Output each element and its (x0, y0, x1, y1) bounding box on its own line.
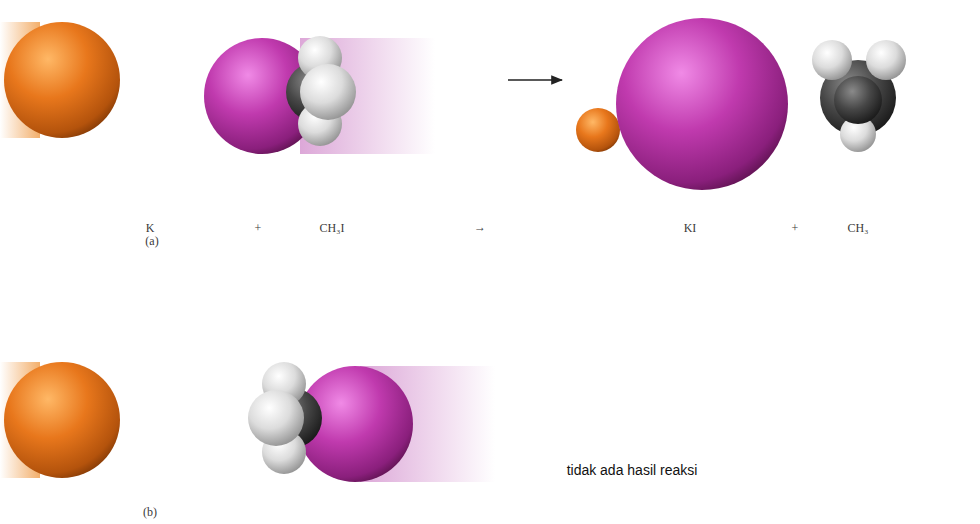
result-note: tidak ada hasil reaksi (567, 462, 698, 479)
panel-label: (a) (145, 234, 158, 248)
panel-label: (b) (143, 505, 157, 519)
plus-sign: + (255, 221, 262, 235)
reactant-label: K (146, 221, 155, 235)
plus-sign: + (792, 221, 799, 235)
reactant-label: CH₃I (320, 221, 345, 235)
product-label: CH₃ (848, 221, 869, 235)
product-label: KI (684, 221, 697, 235)
reaction-arrow-text: → (474, 220, 486, 234)
